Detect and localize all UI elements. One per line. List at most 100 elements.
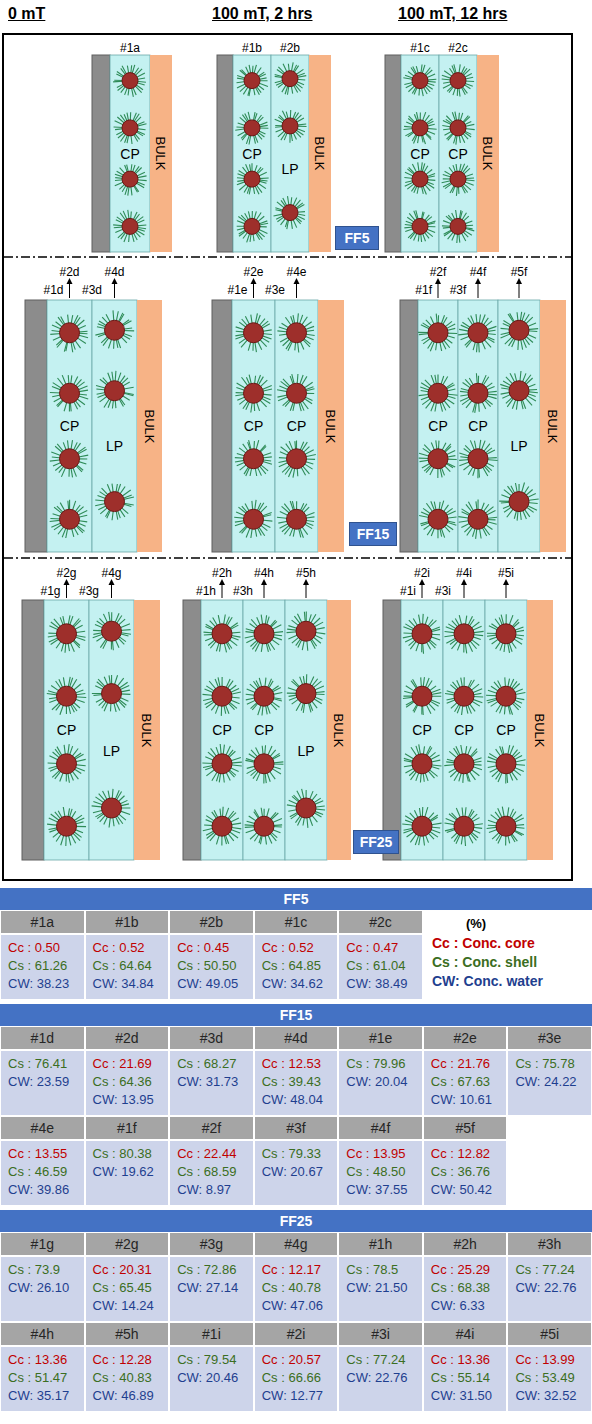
particle-core bbox=[122, 73, 138, 89]
nanoparticle bbox=[442, 64, 474, 96]
pointer-arrow bbox=[296, 283, 297, 298]
nanoparticle bbox=[48, 744, 86, 783]
nanoparticle bbox=[275, 110, 307, 143]
particle-core bbox=[57, 624, 77, 644]
fluid-layer bbox=[498, 300, 540, 552]
particle-core bbox=[212, 754, 232, 774]
particle-core bbox=[428, 449, 448, 469]
particle-core bbox=[102, 798, 122, 818]
nanoparticle bbox=[113, 210, 146, 242]
nanoparticle bbox=[92, 789, 131, 828]
particle-core bbox=[454, 816, 474, 836]
pointer-arrow bbox=[69, 283, 70, 298]
fluid-layer bbox=[418, 300, 458, 552]
nanoparticle bbox=[277, 501, 315, 538]
particle-core bbox=[254, 686, 274, 706]
nanoparticle bbox=[96, 371, 134, 409]
nanoparticle bbox=[287, 674, 325, 713]
particle-core bbox=[287, 323, 307, 343]
particle-core bbox=[122, 120, 138, 136]
fluid-layer bbox=[110, 55, 150, 252]
particle-core bbox=[57, 686, 77, 706]
particle-core bbox=[105, 492, 125, 512]
nanoparticle bbox=[275, 62, 307, 94]
particle-core bbox=[468, 509, 488, 529]
nanoparticle bbox=[50, 315, 88, 353]
particle-core bbox=[122, 171, 138, 187]
particle-core bbox=[60, 449, 80, 469]
fluid-layer bbox=[201, 600, 243, 860]
particle-core bbox=[412, 686, 432, 706]
substrate-wall bbox=[22, 600, 44, 860]
nanoparticle bbox=[419, 501, 456, 539]
pointer-arrow bbox=[478, 283, 479, 298]
nanoparticle bbox=[234, 500, 272, 538]
nanoparticle bbox=[287, 789, 325, 828]
nanoparticle bbox=[279, 440, 316, 477]
nanoparticle bbox=[235, 313, 272, 352]
particle-core bbox=[509, 320, 529, 340]
fluid-layer bbox=[285, 600, 327, 860]
fluid-layer bbox=[271, 55, 309, 252]
particle-core bbox=[60, 509, 80, 529]
substrate-wall bbox=[212, 300, 232, 552]
nanoparticle bbox=[50, 500, 88, 538]
nanoparticle bbox=[418, 314, 457, 352]
particle-core bbox=[412, 754, 432, 774]
nanoparticle bbox=[459, 440, 498, 478]
nanoparticle bbox=[460, 373, 497, 413]
pointer-arrow bbox=[111, 584, 112, 598]
nanoparticle bbox=[48, 615, 86, 652]
particle-core bbox=[105, 381, 125, 401]
nanoparticle bbox=[245, 808, 282, 845]
row-separator bbox=[4, 256, 571, 257]
fluid-layer bbox=[443, 600, 485, 860]
nanoparticle bbox=[113, 65, 146, 97]
nanoparticle bbox=[203, 614, 240, 652]
nanoparticle bbox=[499, 483, 539, 521]
particle-core bbox=[468, 383, 488, 403]
nanoparticle bbox=[237, 65, 268, 96]
nanoparticle bbox=[95, 310, 134, 348]
particle-core bbox=[412, 73, 428, 89]
nanoparticle bbox=[203, 807, 242, 846]
nanoparticle bbox=[445, 677, 483, 715]
particle-core bbox=[254, 624, 274, 644]
nanoparticle bbox=[404, 162, 435, 194]
particle-core bbox=[509, 492, 529, 512]
particle-core bbox=[496, 624, 516, 644]
particle-core bbox=[450, 218, 466, 234]
pointer-arrow bbox=[264, 584, 265, 598]
pointer-arrow bbox=[222, 584, 223, 598]
nanoparticle bbox=[237, 211, 268, 243]
nanoparticle bbox=[235, 112, 268, 145]
particle-core bbox=[254, 816, 274, 836]
nanoparticle bbox=[404, 112, 437, 144]
particle-core bbox=[244, 73, 260, 89]
pointer-arrow bbox=[66, 584, 67, 598]
nanoparticle bbox=[203, 677, 241, 716]
particle-core bbox=[122, 218, 138, 234]
pointer-arrow bbox=[306, 584, 307, 598]
particle-core bbox=[212, 686, 232, 706]
nanoparticle bbox=[114, 112, 147, 144]
particle-core bbox=[412, 816, 432, 836]
fluid-layer bbox=[243, 600, 285, 860]
nanoparticle bbox=[245, 615, 283, 652]
nanoparticle bbox=[202, 744, 242, 783]
particle-core bbox=[496, 754, 516, 774]
nanoparticle bbox=[419, 440, 457, 478]
particle-core bbox=[450, 171, 466, 187]
fluid-layer bbox=[401, 600, 443, 860]
pointer-arrow bbox=[438, 283, 439, 298]
nanoparticle bbox=[403, 65, 436, 97]
particle-core bbox=[468, 323, 488, 343]
particle-core bbox=[428, 323, 448, 343]
nanoparticle bbox=[486, 677, 525, 714]
particle-core bbox=[244, 323, 264, 343]
particle-core bbox=[282, 71, 298, 87]
particle-core bbox=[105, 320, 125, 340]
nanoparticle bbox=[47, 807, 86, 846]
nanoparticle bbox=[445, 807, 483, 846]
fluid-layer bbox=[401, 55, 439, 252]
